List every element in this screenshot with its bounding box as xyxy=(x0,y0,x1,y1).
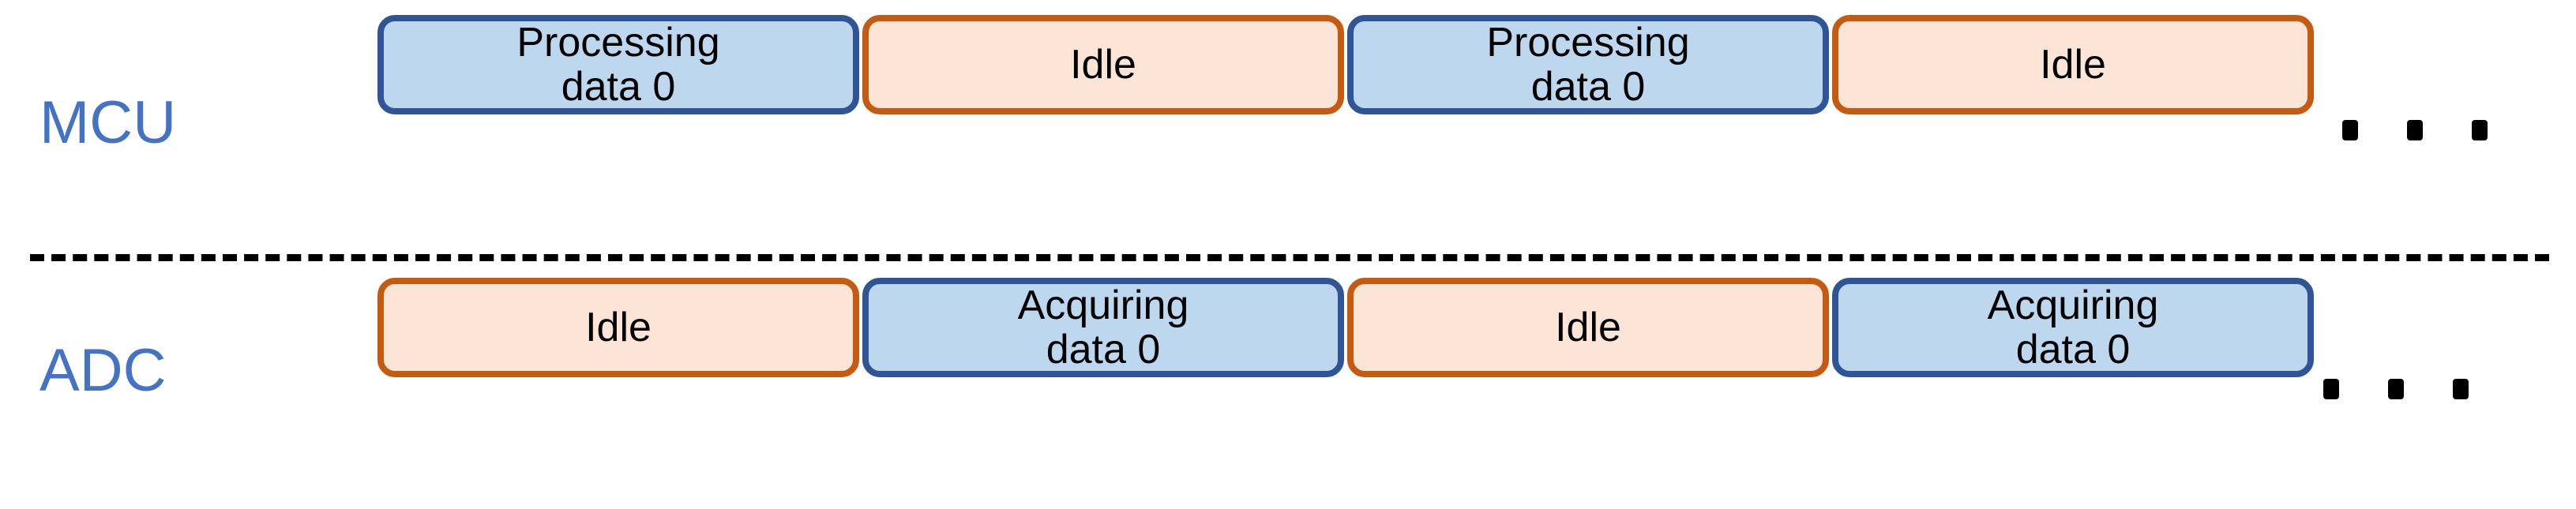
ellipsis-dot xyxy=(2407,120,2423,140)
timeline-block-adc-3: Acquiring data 0 xyxy=(1832,278,2314,377)
timeline-block-label: Acquiring data 0 xyxy=(1017,282,1189,372)
timeline-block-label: Idle xyxy=(2040,41,2106,88)
timeline-block-mcu-3: Idle xyxy=(1832,15,2314,114)
row-divider xyxy=(30,254,2549,261)
timeline-block-mcu-2: Processing data 0 xyxy=(1347,15,1829,114)
timeline-block-adc-0: Idle xyxy=(377,278,859,377)
timeline-block-label: Acquiring data 0 xyxy=(1987,282,2159,372)
timeline-row-adc: Idle Acquiring data 0 Idle Acquiring dat… xyxy=(377,278,2317,377)
timeline-block-label: Processing data 0 xyxy=(516,19,720,110)
ellipsis-adc-icon xyxy=(2323,377,2469,401)
timeline-block-adc-1: Acquiring data 0 xyxy=(862,278,1344,377)
ellipsis-dot xyxy=(2472,120,2488,140)
row-label-adc: ADC xyxy=(39,337,167,404)
ellipsis-dot xyxy=(2342,120,2358,140)
timeline-row-mcu: Processing data 0 Idle Processing data 0… xyxy=(377,15,2317,114)
ellipsis-dot xyxy=(2453,379,2469,399)
timeline-block-label: Idle xyxy=(1555,304,1621,350)
timeline-block-label: Processing data 0 xyxy=(1486,19,1690,110)
ellipsis-dot xyxy=(2388,379,2404,399)
timeline-block-label: Idle xyxy=(1070,41,1136,88)
timeline-block-mcu-1: Idle xyxy=(862,15,1344,114)
row-label-mcu: MCU xyxy=(39,89,177,156)
timeline-block-mcu-0: Processing data 0 xyxy=(377,15,859,114)
ellipsis-mcu-icon xyxy=(2342,118,2488,142)
timeline-block-adc-2: Idle xyxy=(1347,278,1829,377)
timeline-block-label: Idle xyxy=(585,304,652,350)
ellipsis-dot xyxy=(2323,379,2339,399)
